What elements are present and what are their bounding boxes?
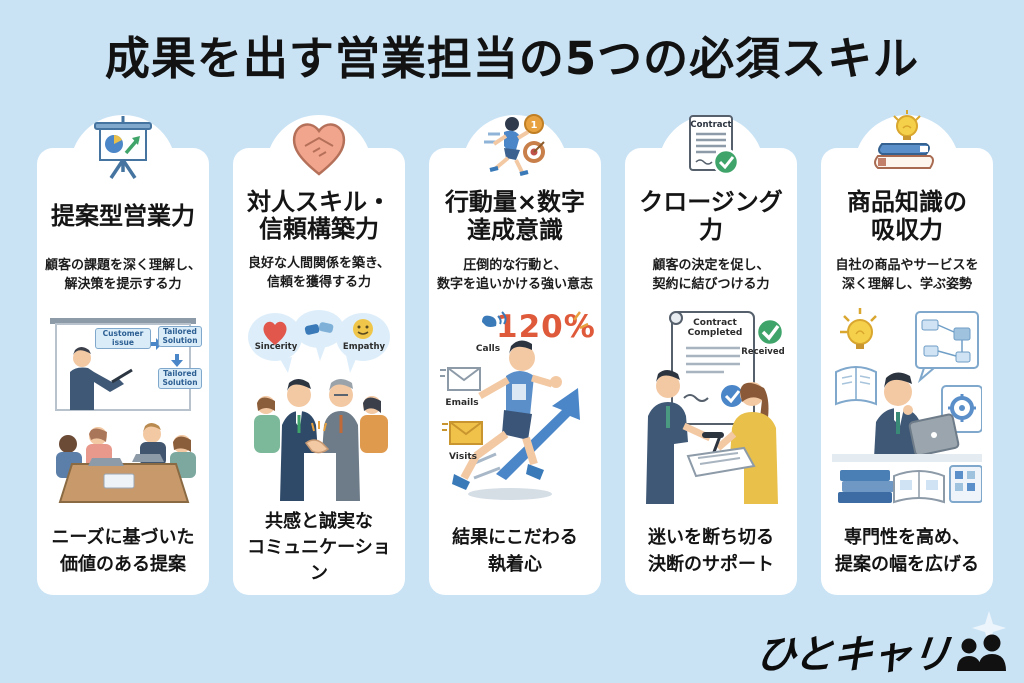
- emails-label: Emails: [445, 398, 479, 408]
- contract-label: Contract: [690, 120, 731, 130]
- skill-title: クロージング力: [639, 188, 783, 244]
- skill-card-activity: 1 行動量×数字 達成意識: [429, 114, 601, 595]
- contract-check-icon: Contract: [672, 110, 750, 184]
- skill-card-knowledge: 商品知識の 吸収力 自社の商品やサービスを 深く理解し、学ぶ姿勢: [821, 110, 993, 595]
- runner-illustration: 120% Calls Emails Visits: [440, 306, 595, 516]
- study-illustration: [832, 306, 982, 516]
- handshake-icon: [280, 110, 358, 184]
- empathy-label: Empathy: [342, 342, 386, 353]
- contract-completed-label: Contract Completed: [687, 318, 743, 339]
- sincerity-label: Sincerity: [254, 342, 298, 353]
- cards-row: 提案型営業力 顧客の課題を深く理解し、 解決策を提示する力 Customer i…: [37, 110, 993, 595]
- skill-description: 良好な人間関係を築き、 信頼を獲得する力: [247, 255, 391, 291]
- skill-description: 自社の商品やサービスを 深く理解し、学ぶ姿勢: [835, 257, 979, 293]
- skill-card-closing: Contract クロージング力 顧客の決定を促し、 契約に結びつける力 Con…: [625, 115, 797, 595]
- skill-card-trust: 対人スキル・ 信頼構築力 良好な人間関係を築き、 信頼を獲得する力 Sincer…: [233, 115, 405, 595]
- skill-summary: 迷いを断ち切る 決断のサポート: [648, 527, 774, 575]
- skill-title: 提案型営業力: [51, 202, 195, 231]
- books-bulb-icon: [868, 110, 946, 184]
- brand-mark: [954, 611, 1008, 675]
- skill-card-proposal: 提案型営業力 顧客の課題を深く理解し、 解決策を提示する力 Customer i…: [37, 115, 209, 595]
- skill-title: 対人スキル・ 信頼構築力: [247, 187, 391, 244]
- skill-summary: 結果にこだわる 執着心: [452, 527, 578, 575]
- contract-signing-illustration: Contract Completed Received: [636, 306, 786, 516]
- sparkle-icon: [972, 611, 1006, 645]
- runner-icon: 1: [476, 110, 554, 184]
- flow-box-tailored-solution-1: Tailored Solution: [158, 326, 202, 348]
- coin-badge: 1: [531, 120, 538, 131]
- skill-description: 圧倒的な行動と、 数字を追いかける強い意志: [436, 257, 593, 293]
- brand-logo-text: ひとキャリ: [753, 632, 953, 678]
- visits-label: Visits: [449, 452, 477, 462]
- skill-summary: 専門性を高め、 提案の幅を広げる: [835, 527, 979, 575]
- skill-summary: ニーズに基づいた 価値のある提案: [51, 527, 195, 575]
- calls-label: Calls: [475, 344, 501, 354]
- brand-logo: ひとキャリ: [753, 611, 1008, 678]
- proposal-meeting-illustration: Customer issue Tailored Solution Tailore…: [48, 306, 202, 516]
- skill-description: 顧客の課題を深く理解し、 解決策を提示する力: [44, 257, 201, 293]
- presentation-board-icon: [84, 110, 162, 184]
- received-label: Received: [741, 347, 785, 357]
- page-title: 成果を出す営業担当の5つの必須スキル: [104, 32, 920, 85]
- skill-title: 行動量×数字 達成意識: [444, 188, 586, 244]
- skill-title: 商品知識の 吸収力: [847, 188, 967, 244]
- skill-description: 顧客の決定を促し、 契約に結びつける力: [652, 257, 770, 293]
- skill-summary: 共感と誠実な コミュニケーション: [247, 510, 391, 584]
- flow-box-customer-issue: Customer issue: [95, 328, 151, 350]
- flow-box-tailored-solution-2: Tailored Solution: [158, 368, 202, 390]
- handshake-illustration: Sincerity Empathy: [244, 303, 394, 508]
- people-icon: [957, 634, 1006, 671]
